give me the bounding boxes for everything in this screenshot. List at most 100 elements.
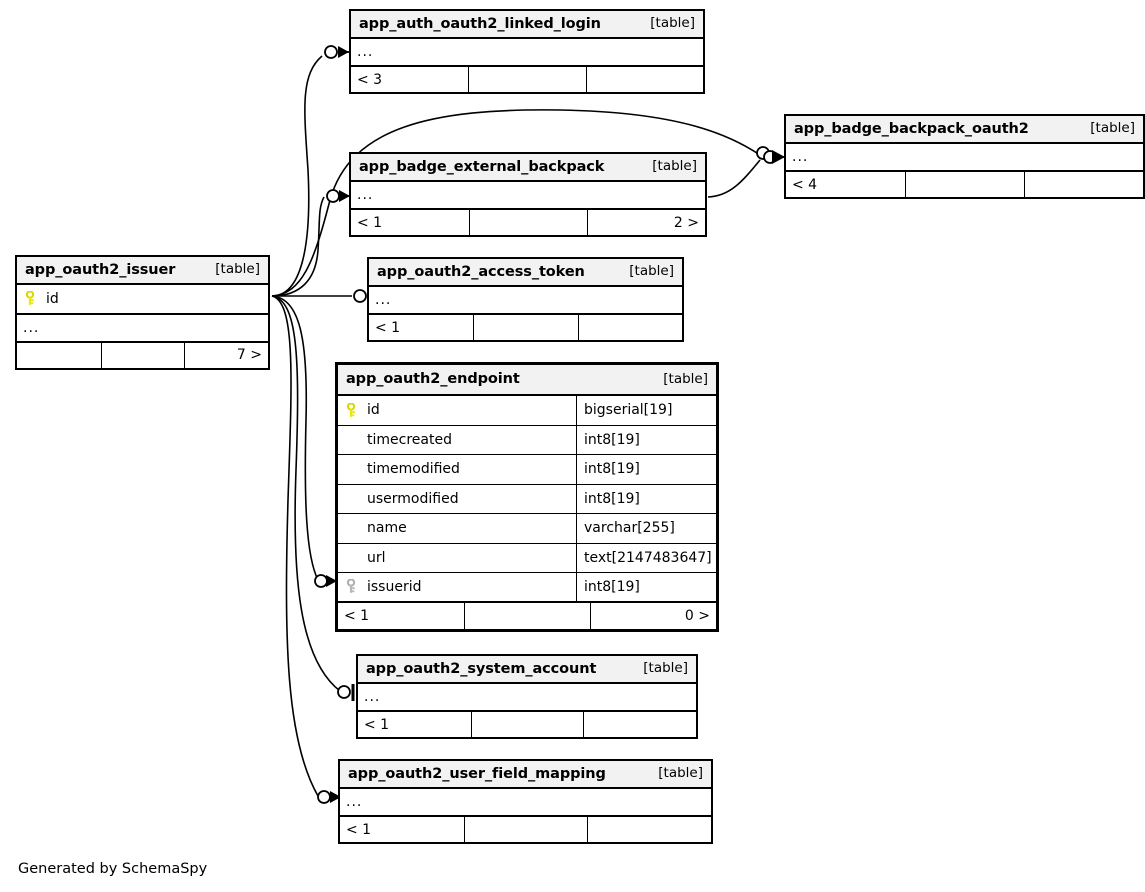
collapsed-columns-ellipsis: ... [369,287,682,315]
table-tag: [table] [663,370,708,387]
column-label: url [367,549,386,566]
collapsed-columns-ellipsis: ... [351,182,705,210]
column-row[interactable]: id bigserial[19] [338,396,716,426]
table-tag: [table] [215,261,260,278]
column-type: int8[19] [576,573,716,601]
footer-parents-count: < 1 [346,821,372,838]
table-tag: [table] [629,263,674,280]
table-title: app_badge_backpack_oauth2 [794,120,1029,137]
table-tag: [table] [1090,120,1135,137]
edge-issuer-to-endpoint [271,295,319,581]
table-app-oauth2-user-field-mapping[interactable]: app_oauth2_user_field_mapping [table] ..… [338,759,713,844]
collapsed-columns-ellipsis: ... [358,684,696,712]
table-footer: < 1 [340,817,711,842]
table-app-oauth2-system-account[interactable]: app_oauth2_system_account [table] ... < … [356,654,698,739]
table-footer: < 4 [786,172,1143,197]
footer-middle-cell [463,817,588,842]
table-tag: [table] [643,660,688,677]
column-label: id [46,290,59,307]
edge-issuer-to-user-field-mapping [271,295,319,797]
column-label: id [367,402,380,419]
footer-children-count: 2 > [587,210,705,235]
table-app-auth-oauth2-linked-login[interactable]: app_auth_oauth2_linked_login [table] ...… [349,9,705,94]
table-columns: id [17,285,268,315]
column-row[interactable]: issuerid int8[19] [338,573,716,603]
column-label: timecreated [367,431,452,448]
footer-middle-cell [473,315,577,340]
footer-middle-cell [100,342,185,368]
table-header: app_oauth2_endpoint [table] [338,365,716,396]
edge-issuer-to-system-account [271,295,341,692]
column-name-cell: issuerid [338,579,576,594]
column-row[interactable]: id [17,285,268,315]
footer-children-count [577,315,682,340]
foreign-key-icon [346,579,359,594]
footer-children-count [587,817,711,842]
footer-parents-count: < 4 [792,176,818,193]
column-label: issuerid [367,578,422,595]
footer-children-count: 7 > [184,342,268,368]
table-app-badge-backpack-oauth2[interactable]: app_badge_backpack_oauth2 [table] ... < … [784,114,1145,199]
column-label: timemodified [367,461,460,478]
table-header: app_oauth2_system_account [table] [358,656,696,684]
table-header: app_oauth2_issuer [table] [17,257,268,285]
edge-issuer-to-linked-login [271,55,323,297]
column-type: varchar[255] [576,514,716,543]
column-name-cell: id [17,291,59,306]
column-name-cell: timecreated [338,433,576,447]
table-footer: < 1 [369,315,682,340]
table-title: app_oauth2_issuer [25,261,176,278]
footer-parents-count: < 1 [357,214,383,231]
footer-children-count: 0 > [590,602,716,629]
table-title: app_oauth2_endpoint [346,371,520,388]
column-type: bigserial[19] [576,396,716,425]
table-title: app_oauth2_system_account [366,660,597,677]
edge-issuer-to-external-backpack [271,196,325,297]
table-header: app_oauth2_access_token [table] [369,259,682,287]
table-title: app_badge_external_backpack [359,158,605,175]
footer-middle-cell [469,210,587,235]
column-type: int8[19] [576,484,716,513]
table-tag: [table] [650,15,695,32]
table-app-oauth2-issuer[interactable]: app_oauth2_issuer [table] id [15,255,270,370]
column-type: int8[19] [576,455,716,484]
footer-children-count [1024,172,1143,197]
column-row[interactable]: name varchar[255] [338,514,716,544]
collapsed-columns-ellipsis: ... [351,39,703,67]
column-label: name [367,520,407,537]
collapsed-columns-ellipsis: ... [340,789,711,817]
edge-external-backpack-to-backpack-oauth2 [707,159,761,198]
column-type: int8[19] [576,425,716,454]
primary-key-icon [346,402,359,418]
table-title: app_auth_oauth2_linked_login [359,15,601,32]
table-tag: [table] [658,765,703,782]
footer-parents-count: < 1 [375,319,401,336]
column-row[interactable]: timecreated int8[19] [338,425,716,455]
table-footer: < 1 [358,712,696,737]
column-name-cell: name [338,521,576,535]
table-app-oauth2-access-token[interactable]: app_oauth2_access_token [table] ... < 1 [367,257,684,342]
generated-by-credit: Generated by SchemaSpy [18,861,208,877]
table-title: app_oauth2_access_token [377,263,585,280]
table-columns: id bigserial[19] timecreated int8[19] ti… [338,396,716,603]
column-label: usermodified [367,490,459,507]
column-name-cell: id [338,402,576,419]
column-row[interactable]: url text[2147483647] [338,543,716,573]
column-row[interactable]: usermodified int8[19] [338,484,716,514]
footer-parents-count: < 1 [344,607,370,624]
column-name-cell: timemodified [338,462,576,476]
column-row[interactable]: timemodified int8[19] [338,455,716,485]
table-footer: < 1 2 > [351,210,705,235]
table-footer: < 1 0 > [338,602,716,629]
footer-children-count [583,712,696,737]
table-title: app_oauth2_user_field_mapping [348,765,606,782]
footer-middle-cell [470,712,584,737]
table-tag: [table] [652,158,697,175]
table-app-oauth2-endpoint[interactable]: app_oauth2_endpoint [table] id b [335,362,719,632]
collapsed-columns-ellipsis: ... [17,314,268,343]
table-app-badge-external-backpack[interactable]: app_badge_external_backpack [table] ... … [349,152,707,237]
footer-parents-count: < 3 [357,71,383,88]
table-footer: < 3 [351,67,703,92]
footer-middle-cell [905,172,1024,197]
